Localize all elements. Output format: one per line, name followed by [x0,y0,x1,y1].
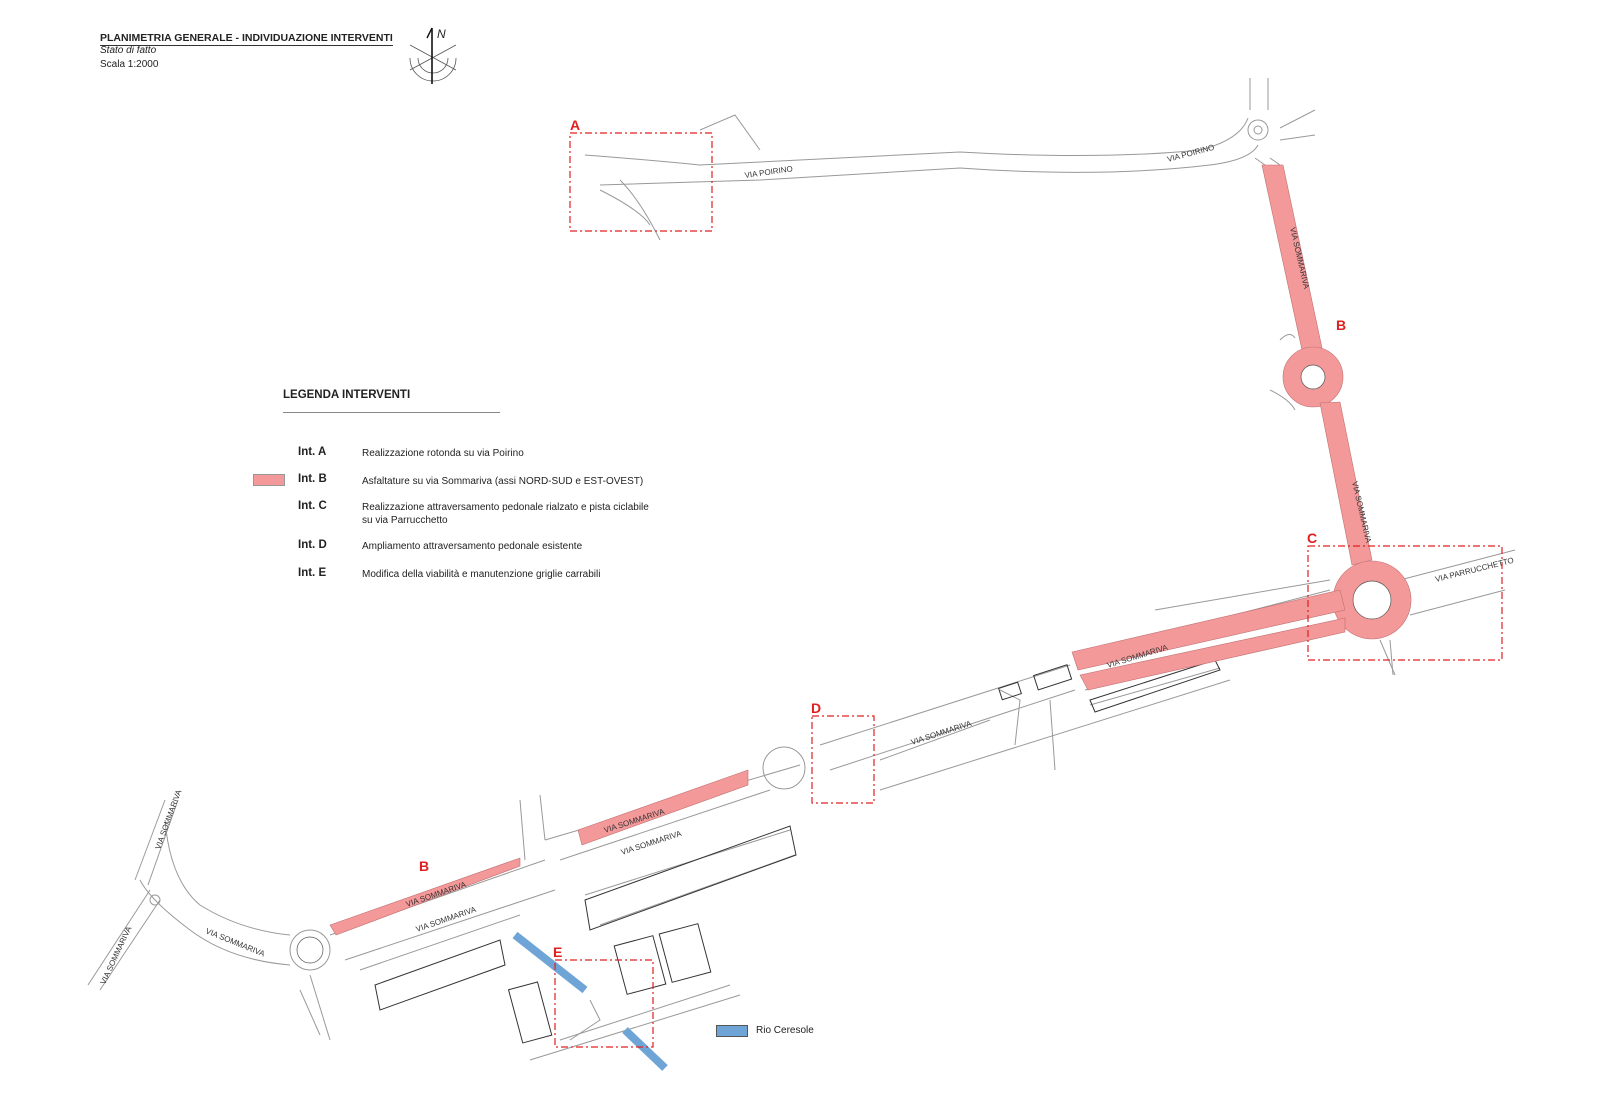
area-label-b: B [1336,317,1346,333]
area-label-d: D [811,700,821,716]
area-label-b2: B [419,858,429,874]
legend-code: Int. A [298,446,327,458]
legend-desc: Asfaltature su via Sommariva (assi NORD-… [362,476,644,487]
street-label: VIA SOMMARIVA [405,880,468,909]
box-e [554,959,654,1048]
street-label: VIA POIRINO [744,164,793,180]
street-label: VIA SOMMARIVA [99,924,134,985]
legend-desc: Ampliamento attraversamento pedonale esi… [362,541,583,552]
drawing-subtitle: Stato di fatto [100,45,157,56]
legend-swatch-rio [716,1025,748,1037]
drawing-scale: Scala 1:2000 [100,59,159,70]
buildings [374,659,1221,1044]
street-label: VIA SOMMARIVA [910,719,973,747]
legend-divider [283,412,500,413]
legend-code: Int. C [298,500,327,512]
legend-desc: Realizzazione attraversamento pedonale r… [362,502,649,526]
rio-ceresole [512,931,668,1071]
legend-code: Int. B [298,473,327,485]
north-label: N [437,27,446,41]
legend-code: Int. E [298,567,327,579]
legend-desc: Modifica della viabilità e manutenzione … [362,569,601,580]
drawing-title: PLANIMETRIA GENERALE - INDIVIDUAZIONE IN… [100,32,393,46]
intervention-boxes [554,132,1503,1048]
legend-title: LEGENDA INTERVENTI [283,389,411,401]
legend-desc: Realizzazione rotonda su via Poirino [362,448,524,459]
legend-swatch-int-b [253,474,285,486]
area-label-e: E [553,944,562,960]
street-label: VIA PARRUCCHETTO [1434,556,1514,584]
box-c [1307,545,1503,661]
roundabout-island [296,936,324,964]
box-a [569,132,713,232]
intervention-b-areas [329,164,1412,936]
street-label: VIA POIRINO [1166,143,1215,164]
area-label-c: C [1307,530,1317,546]
roundabout-island [1352,580,1392,620]
box-d [811,715,875,804]
legend-rio-label: Rio Ceresole [756,1025,814,1036]
north-arrow-icon: N [409,27,457,84]
roundabout-island [1300,364,1326,390]
area-label-a: A [570,117,580,133]
street-label: VIA SOMMARIVA [620,829,683,857]
legend-code: Int. D [298,539,327,551]
